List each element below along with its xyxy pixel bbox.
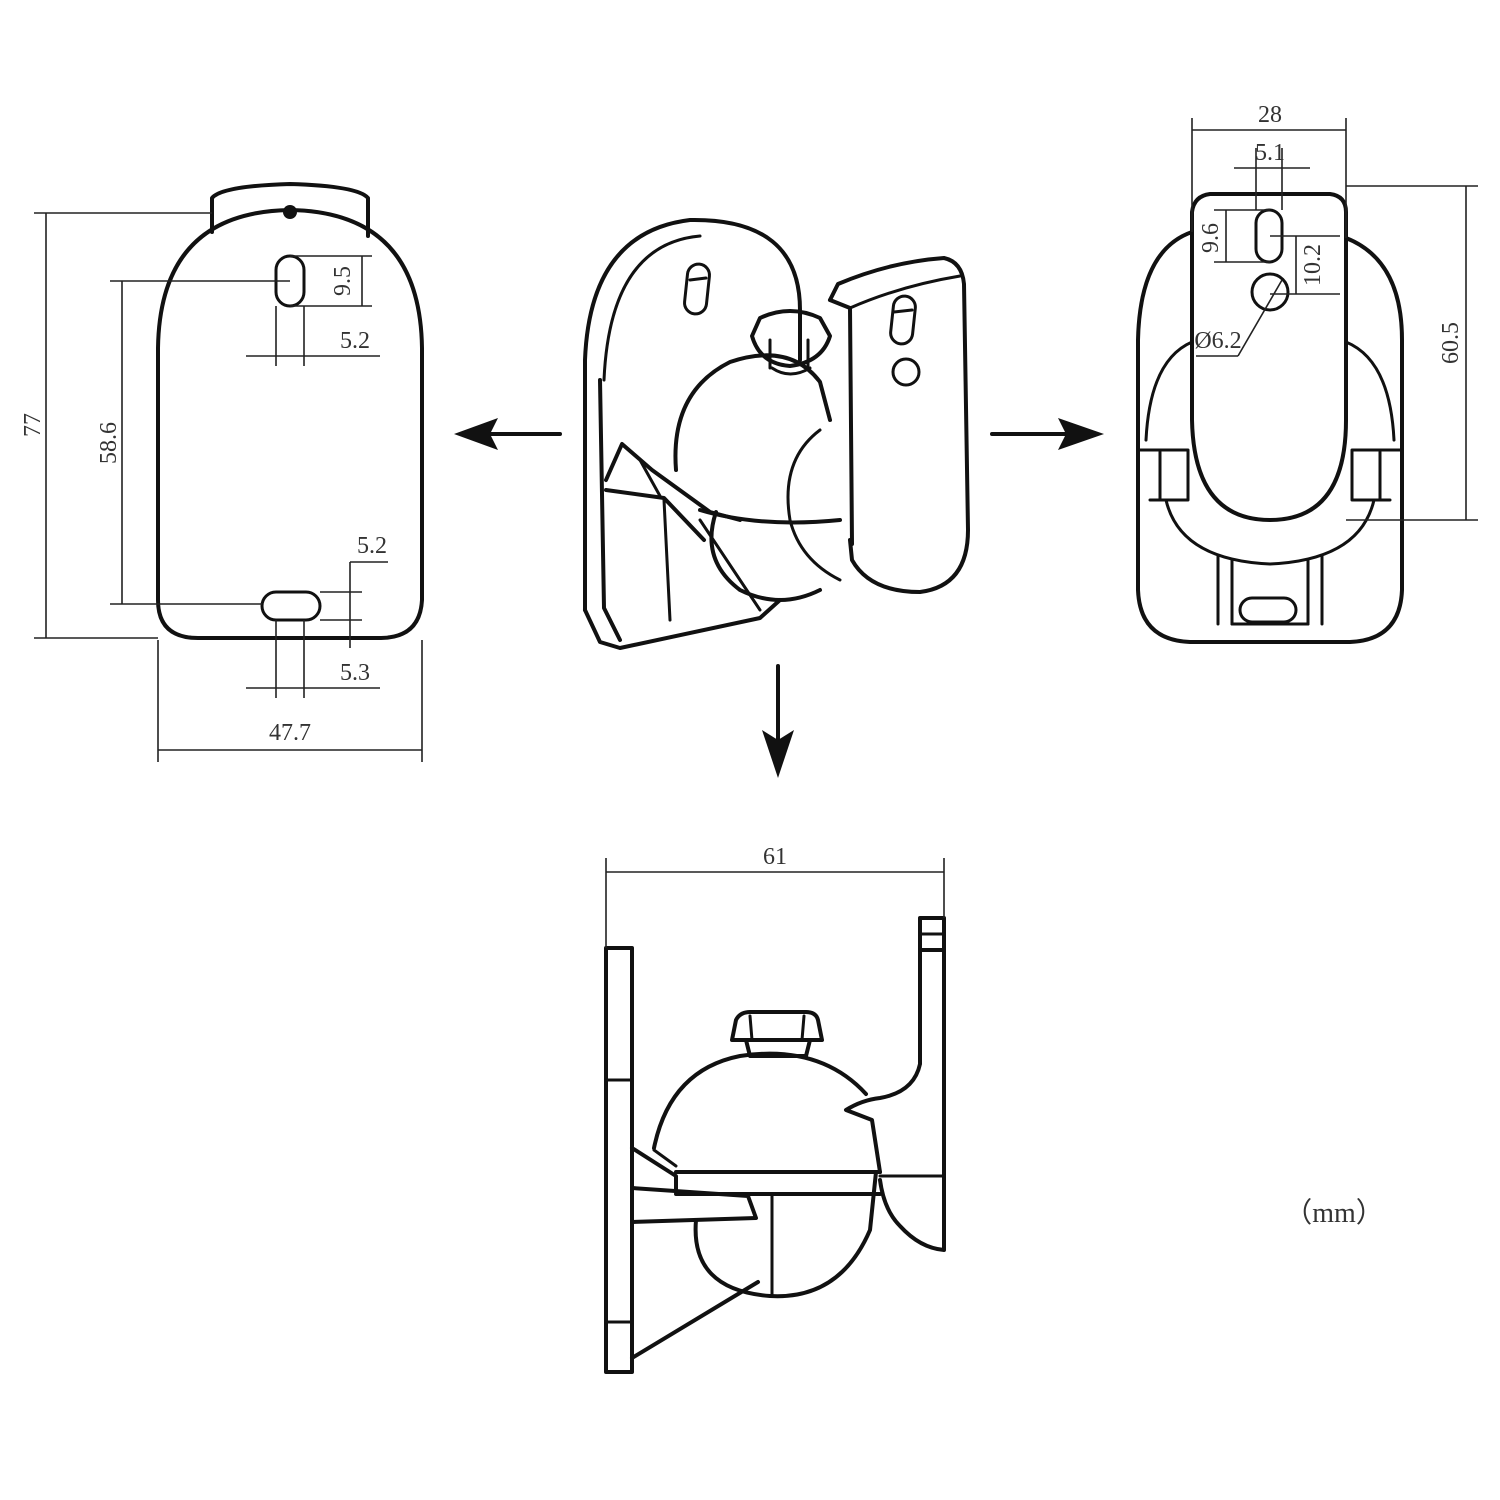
- arrow-down-icon: [762, 664, 794, 778]
- dim-front-height: 77: [20, 413, 46, 437]
- dim-side-width: 28: [1258, 102, 1282, 128]
- bottom-view: 61: [604, 844, 946, 1374]
- perspective-view: [583, 217, 970, 650]
- dim-side-slot-width: 5.1: [1255, 140, 1285, 166]
- dim-front-hole-spacing: 58.6: [96, 422, 122, 464]
- dim-side-slot-length: 9.6: [1198, 223, 1224, 253]
- unit-label: （mm）: [1284, 1197, 1384, 1229]
- dim-side-height: 60.5: [1438, 322, 1464, 364]
- arrow-right-icon: [990, 418, 1104, 450]
- dim-front-bottom-slot-height: 5.2: [357, 533, 387, 559]
- dim-side-hole-diameter: Ø6.2: [1194, 328, 1241, 354]
- dim-front-width: 47.7: [269, 720, 311, 746]
- dim-front-bottom-slot-width: 5.3: [340, 660, 370, 686]
- dim-front-top-slot-width: 5.2: [340, 328, 370, 354]
- side-view: 28 5.1 9.6 10.2 Ø6.2 60.5: [1136, 102, 1478, 644]
- arrow-left-icon: [454, 418, 562, 450]
- dim-bottom-depth: 61: [763, 844, 787, 870]
- dim-front-top-slot-length: 9.5: [330, 266, 356, 296]
- front-view: 77 58.6 9.5 5.2 5.2 5.3 47.7: [20, 182, 424, 762]
- dim-side-hole-spacing: 10.2: [1300, 244, 1326, 286]
